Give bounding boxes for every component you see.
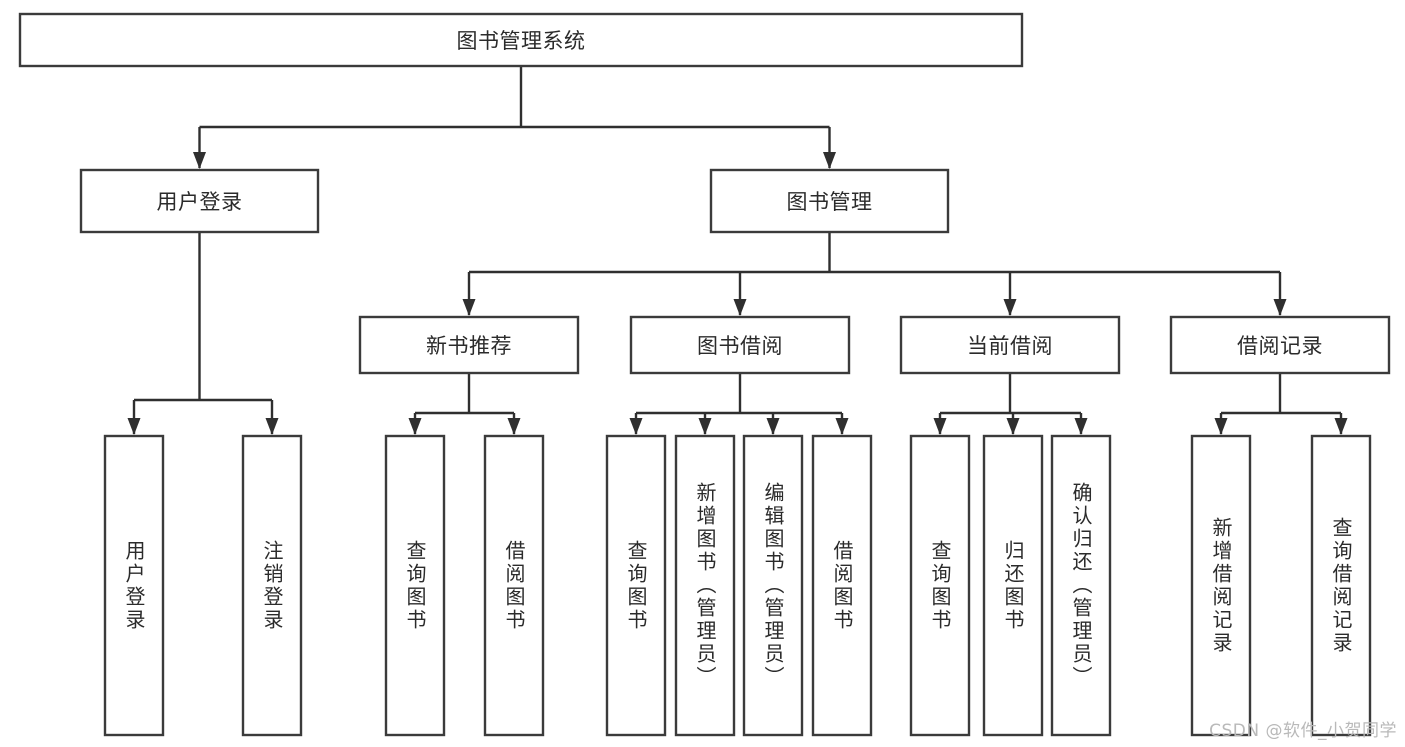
node-leaf-borrow-query-book-box[interactable]: [605, 434, 667, 737]
arrow-down-icon: [1273, 299, 1287, 316]
arrow-down-icon: [835, 418, 849, 435]
node-leaf-edit-book-admin-box[interactable]: [742, 434, 804, 737]
node-book-manage-box[interactable]: [709, 168, 950, 234]
arrow-down-icon: [193, 152, 206, 169]
arrow-down-icon: [507, 418, 521, 435]
arrow-down-icon: [698, 418, 712, 435]
node-leaf-add-borrow-record-box[interactable]: [1190, 434, 1252, 737]
arrow-down-icon: [1074, 418, 1088, 435]
arrow-down-icon: [1003, 299, 1017, 316]
arrow-down-icon: [462, 299, 476, 316]
arrow-down-icon: [766, 418, 780, 435]
node-borrow-record-box[interactable]: [1169, 315, 1391, 375]
node-leaf-query-borrow-record-box[interactable]: [1310, 434, 1372, 737]
boxes-layer: [18, 12, 1391, 737]
arrow-down-icon: [127, 418, 141, 435]
node-root-box[interactable]: [18, 12, 1024, 68]
node-leaf-return-book-box[interactable]: [982, 434, 1044, 737]
node-user-login-box[interactable]: [79, 168, 320, 234]
arrow-down-icon: [408, 418, 422, 435]
node-leaf-cur-query-book-box[interactable]: [909, 434, 971, 737]
arrow-down-icon: [933, 418, 947, 435]
node-leaf-borrow-book-box[interactable]: [811, 434, 873, 737]
node-leaf-rec-borrow-book-box[interactable]: [483, 434, 545, 737]
arrow-down-icon: [629, 418, 643, 435]
node-leaf-rec-query-book-box[interactable]: [384, 434, 446, 737]
connectors-layer: [127, 66, 1348, 435]
arrow-down-icon: [1006, 418, 1020, 435]
arrow-down-icon: [1214, 418, 1228, 435]
arrow-down-icon: [265, 418, 279, 435]
node-leaf-user-logout-box[interactable]: [241, 434, 303, 737]
node-leaf-confirm-return-admin-box[interactable]: [1050, 434, 1112, 737]
node-leaf-user-login-box[interactable]: [103, 434, 165, 737]
watermark-text: CSDN @软件_小贺同学: [1209, 721, 1397, 741]
node-leaf-add-book-admin-box[interactable]: [674, 434, 736, 737]
node-current-borrow-box[interactable]: [899, 315, 1121, 375]
node-book-borrow-box[interactable]: [629, 315, 851, 375]
arrow-down-icon: [733, 299, 747, 316]
arrow-down-icon: [823, 152, 836, 169]
node-new-book-rec-box[interactable]: [358, 315, 580, 375]
arrow-down-icon: [1334, 418, 1348, 435]
